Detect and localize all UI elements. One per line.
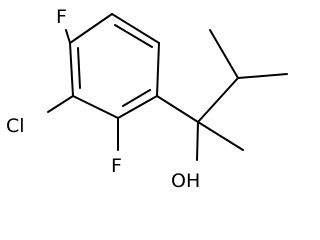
ring-double-bond-inner-2: [77, 47, 81, 89]
atom-label-chlorine: Cl: [6, 115, 25, 137]
ring-double-bond-inner-1: [122, 89, 151, 107]
bond-quaternary-to-methyl: [197, 121, 244, 151]
atom-label-fluorine-top: F: [56, 6, 67, 28]
bond-quaternary-to-isopropyl: [197, 77, 239, 123]
ring-bond-c5-c6: [111, 13, 160, 44]
bond-isopropyl-right-methyl: [237, 73, 288, 79]
bond-ring-to-quaternary-carbon: [156, 95, 199, 123]
ring-bond-c4-c5: [69, 13, 113, 44]
bond-c4-f-top: [65, 29, 71, 44]
ring-double-bond-inner-3: [114, 24, 153, 48]
ring-bond-c2-c3: [72, 95, 119, 119]
bond-quaternary-to-oh: [196, 121, 199, 161]
ring-bond-c1-c2: [117, 95, 158, 119]
bond-isopropyl-top-methyl: [209, 29, 239, 79]
atom-label-hydroxyl: OH: [171, 170, 200, 192]
chemical-structure-diagram: F Cl F OH: [6, 6, 288, 192]
benzene-ring: [69, 13, 160, 119]
atom-label-fluorine-bottom: F: [111, 155, 122, 177]
bond-c3-cl: [47, 95, 74, 113]
ring-bond-c6-c1: [156, 42, 160, 97]
ring-bond-c3-c4: [69, 42, 74, 97]
